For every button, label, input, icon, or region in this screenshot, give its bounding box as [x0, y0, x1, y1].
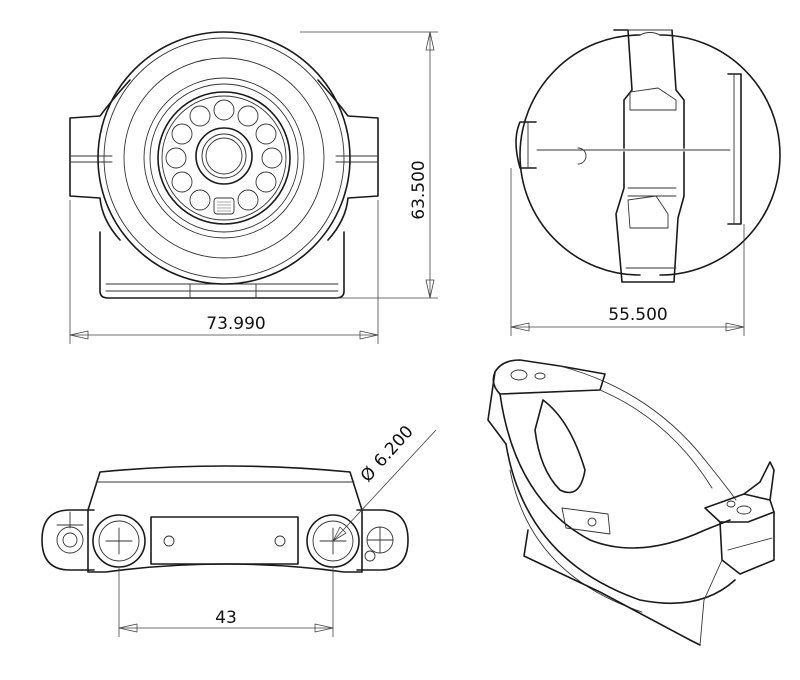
bottom-view: [41, 429, 437, 637]
side-view: [510, 29, 781, 336]
dimension-side-depth: 55.500: [608, 305, 667, 325]
dimension-front-height: 63.500: [409, 160, 429, 219]
dimension-hole-diameter-group: Ø 6.200: [357, 422, 418, 486]
diameter-symbol: Ø: [357, 463, 381, 486]
front-view: [69, 31, 438, 344]
dimension-front-width: 73.990: [206, 314, 265, 334]
dimension-hole-spacing: 43: [215, 608, 237, 628]
led-ring: [165, 99, 283, 211]
dimension-hole-diameter: 6.200: [370, 422, 417, 472]
isometric-view: [487, 359, 775, 646]
